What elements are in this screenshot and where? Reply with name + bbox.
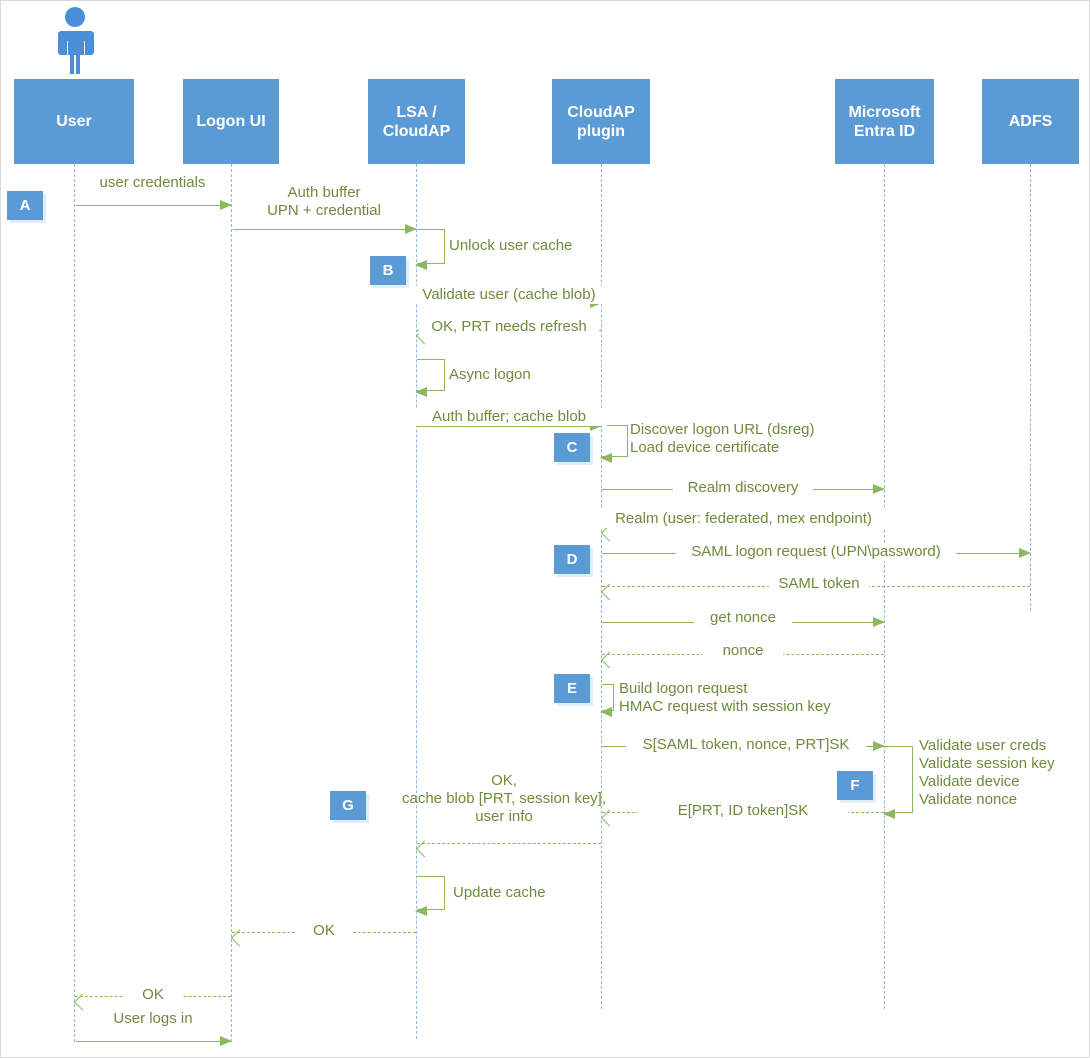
message-label-auth-buffer-upn-credential: Auth buffer UPN + credential — [267, 184, 381, 219]
step-badge-a[interactable]: A — [7, 191, 43, 220]
message-label-unlock-user-cache: Unlock user cache — [449, 237, 573, 254]
step-badge-f[interactable]: F — [837, 771, 873, 800]
actor-header-lsa-cloudap[interactable]: LSA / CloudAP — [368, 79, 465, 164]
message-label-signed-saml-token-nonce-prt: S[SAML token, nonce, PRT]SK — [626, 736, 866, 754]
lifeline-plugin — [601, 164, 602, 1009]
actor-label-cloudap-plugin: CloudAP plugin — [567, 103, 635, 140]
message-label-get-nonce: get nonce — [694, 609, 792, 627]
step-badge-e[interactable]: E — [554, 674, 590, 703]
message-label-async-logon: Async logon — [449, 366, 531, 383]
actor-header-adfs[interactable]: ADFS — [982, 79, 1079, 164]
message-label-validate-user-cache-blob: Validate user (cache blob) — [409, 286, 609, 304]
message-selfloop-validate-user-creds-session-key-device-nonce — [883, 746, 913, 819]
actor-label-adfs: ADFS — [1008, 113, 1053, 130]
lifeline-user — [74, 164, 75, 1042]
actor-label-user: User — [56, 113, 92, 130]
message-label-ok-prt-needs-refresh: OK, PRT needs refresh — [419, 318, 599, 336]
message-label-saml-logon-request: SAML logon request (UPN\password) — [676, 543, 956, 561]
message-label-realm-user-federated-mex-endpoint: Realm (user: federated, mex endpoint) — [596, 510, 891, 528]
step-badge-b-label: B — [382, 262, 394, 279]
message-selfloop-async-logon — [415, 359, 445, 397]
message-label-nonce: nonce — [703, 642, 783, 660]
step-badge-d-label: D — [566, 551, 578, 568]
actor-label-logon-ui: Logon UI — [196, 113, 266, 130]
message-label-encrypted-prt-id-token: E[PRT, ID token]SK — [638, 802, 848, 820]
message-label-validate-user-creds-session-key-device-nonce: Validate user creds Validate session key… — [919, 737, 1055, 808]
step-badge-f-label: F — [850, 777, 860, 794]
step-badge-d[interactable]: D — [554, 545, 590, 574]
message-selfloop-build-logon-request-hmac — [600, 684, 614, 717]
message-label-ok-to-logon-ui: OK — [295, 922, 353, 940]
message-label-saml-token: SAML token — [769, 575, 869, 593]
message-label-realm-discovery: Realm discovery — [673, 479, 813, 497]
step-badge-c[interactable]: C — [554, 433, 590, 462]
actor-header-logon-ui[interactable]: Logon UI — [183, 79, 279, 164]
step-badge-e-label: E — [566, 680, 577, 697]
message-label-auth-buffer-cache-blob: Auth buffer; cache blob — [411, 408, 607, 426]
message-label-ok-cache-blob-user-info: OK, cache blob [PRT, session key], user … — [402, 772, 606, 825]
message-selfloop-unlock-user-cache — [415, 229, 445, 270]
message-selfloop-discover-logon-url-load-device-certificate — [600, 425, 628, 463]
user-person-icon — [51, 6, 99, 81]
message-label-user-credentials: user credentials — [99, 174, 206, 191]
message-label-build-logon-request-hmac: Build logon request HMAC request with se… — [619, 680, 831, 715]
message-label-ok-to-user: OK — [124, 986, 182, 1004]
step-badge-g-label: G — [342, 797, 354, 814]
actor-header-user[interactable]: User — [14, 79, 134, 164]
step-badge-g[interactable]: G — [330, 791, 366, 820]
actor-header-cloudap-plugin[interactable]: CloudAP plugin — [552, 79, 650, 164]
lifeline-logonui — [231, 164, 232, 1042]
message-label-update-cache: Update cache — [453, 884, 546, 901]
message-label-user-logs-in: User logs in — [113, 1010, 193, 1027]
actor-label-microsoft-entra-id: Microsoft Entra ID — [848, 103, 921, 140]
step-badge-a-label: A — [19, 197, 31, 214]
actor-header-microsoft-entra-id[interactable]: Microsoft Entra ID — [835, 79, 934, 164]
step-badge-b[interactable]: B — [370, 256, 406, 285]
lifeline-lsa — [416, 164, 417, 1039]
actor-label-lsa-cloudap: LSA / CloudAP — [382, 103, 451, 140]
lifeline-adfs — [1030, 164, 1031, 611]
message-label-discover-logon-url-load-device-certificate: Discover logon URL (dsreg) Load device c… — [630, 421, 815, 456]
step-badge-c-label: C — [566, 439, 578, 456]
message-selfloop-update-cache — [415, 876, 445, 916]
